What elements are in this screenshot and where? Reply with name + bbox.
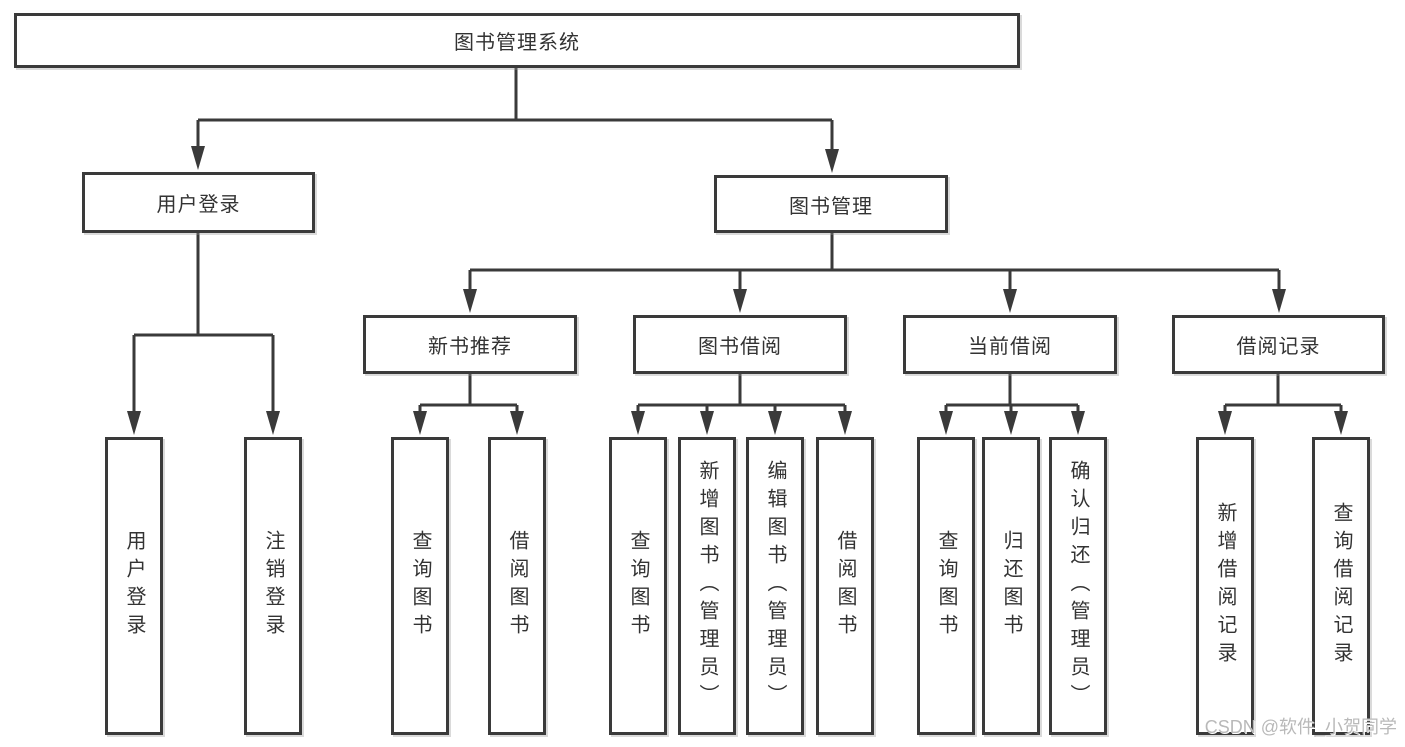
node-query-books-leaf: 查询图书: [609, 437, 667, 735]
node-query-books-leaf: 查询图书: [917, 437, 975, 735]
node-label: 查询图书: [627, 530, 649, 642]
arrowhead-icon: [266, 411, 280, 435]
node-label: 确认归还（管理员）: [1067, 460, 1089, 712]
node-label: 用户登录: [123, 530, 145, 642]
node-book-borrowing: 图书借阅: [633, 315, 847, 374]
node-new-book-recommend: 新书推荐: [363, 315, 577, 374]
node-label: 新增借阅记录: [1214, 502, 1236, 670]
node-user-login-branch: 用户登录: [82, 172, 315, 233]
arrowhead-icon: [939, 411, 953, 435]
node-label: 借阅记录: [1236, 336, 1321, 358]
node-label: 图书借阅: [698, 336, 782, 358]
node-book-management-branch: 图书管理: [714, 175, 948, 233]
node-logout-leaf: 注销登录: [244, 437, 302, 735]
arrowhead-icon: [1003, 289, 1017, 313]
node-label: 借阅图书: [506, 530, 528, 642]
arrowhead-icon: [700, 411, 714, 435]
node-label: 查询图书: [409, 530, 431, 642]
node-add-books-admin-leaf: 新增图书（管理员）: [678, 437, 736, 735]
csdn-watermark: CSDN @软件_小贺同学: [1204, 717, 1397, 737]
arrowhead-icon: [1071, 411, 1085, 435]
arrowhead-icon: [768, 411, 782, 435]
node-label: 图书管理: [789, 195, 873, 218]
arrowhead-icon: [413, 411, 427, 435]
arrowhead-icon: [838, 411, 852, 435]
node-label: 用户登录: [156, 194, 241, 216]
node-add-borrow-record-leaf: 新增借阅记录: [1196, 437, 1254, 735]
node-query-borrow-record-leaf: 查询借阅记录: [1312, 437, 1370, 735]
node-label: 查询图书: [935, 530, 957, 642]
connector-path: [132, 68, 1343, 414]
node-label: 查询借阅记录: [1330, 502, 1352, 670]
arrowhead-icon: [1218, 411, 1232, 435]
node-user-login-leaf: 用户登录: [105, 437, 163, 735]
node-label: 新书推荐: [428, 336, 512, 358]
node-edit-books-admin-leaf: 编辑图书（管理员）: [746, 437, 804, 735]
arrowhead-icon: [733, 289, 747, 313]
arrowhead-icon: [1004, 411, 1018, 435]
node-label: 编辑图书（管理员）: [764, 460, 786, 712]
arrowhead-icon: [191, 146, 205, 170]
node-label: 借阅图书: [834, 530, 856, 642]
node-label: 图书管理系统: [454, 32, 580, 54]
node-confirm-return-admin-leaf: 确认归还（管理员）: [1049, 437, 1107, 735]
node-label: 注销登录: [262, 530, 284, 642]
arrowhead-icon: [1334, 411, 1348, 435]
arrowhead-icon: [127, 411, 141, 435]
node-return-books-leaf: 归还图书: [982, 437, 1040, 735]
node-borrow-books-leaf: 借阅图书: [488, 437, 546, 735]
arrowhead-icon: [510, 411, 524, 435]
arrowhead-icon: [631, 411, 645, 435]
node-query-books-leaf: 查询图书: [391, 437, 449, 735]
node-label: 当前借阅: [968, 336, 1052, 358]
node-library-management-system: 图书管理系统: [14, 13, 1020, 68]
arrowhead-icon: [463, 289, 477, 313]
arrowhead-icon: [1272, 289, 1286, 313]
arrowhead-icon: [825, 149, 839, 173]
node-borrowing-records: 借阅记录: [1172, 315, 1385, 374]
node-current-borrowing: 当前借阅: [903, 315, 1117, 374]
node-label: 归还图书: [1000, 530, 1022, 642]
node-borrow-books-leaf: 借阅图书: [816, 437, 874, 735]
node-label: 新增图书（管理员）: [696, 460, 718, 712]
